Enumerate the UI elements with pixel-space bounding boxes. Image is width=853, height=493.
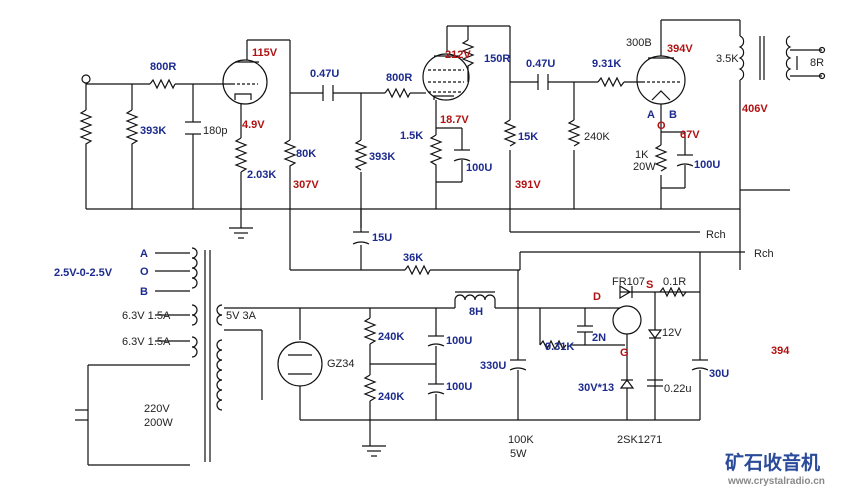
label-pt-tap-5v: 5V 3A xyxy=(226,310,257,322)
label-filament-o: O xyxy=(657,120,666,132)
watermark: 矿石收音机 www.crystalradio.cn xyxy=(725,451,825,487)
label-c-coupling-2: 0.47U xyxy=(526,58,555,70)
label-r-v1-plate: 80K xyxy=(296,148,316,160)
output-transformer xyxy=(738,35,826,81)
label-filament-b: B xyxy=(669,109,677,121)
label-r-v2-cathode: 1.5K xyxy=(400,130,423,142)
label-c-v3-cathode: 100U xyxy=(694,159,720,171)
label-r-v2-screen: 150R xyxy=(484,53,510,65)
label-v1-supply-voltage: 307V xyxy=(293,179,319,191)
label-v3-plate-voltage: 394V xyxy=(667,43,693,55)
label-zener-string: 30V*13 xyxy=(578,382,614,394)
label-v3-cathode-voltage: 67V xyxy=(680,129,700,141)
resistors xyxy=(79,39,668,276)
label-v1-cathode-voltage: 4.9V xyxy=(242,119,265,131)
label-r-grid-2: 393K xyxy=(369,151,395,163)
label-pt-tap-63-a: 6.3V 1.5A xyxy=(122,310,171,322)
label-mains-power: 200W xyxy=(144,417,173,429)
label-ot-supply-voltage: 406V xyxy=(742,103,768,115)
label-c-filter-top: 100U xyxy=(446,335,472,347)
component-labels: 800R 393K 180p 115V 4.9V 2.03K 80K 307V … xyxy=(54,37,824,460)
capacitors xyxy=(185,74,694,245)
power-supply-wiring xyxy=(75,247,709,466)
ground-symbols xyxy=(229,227,386,457)
label-zener-12v: 12V xyxy=(662,327,682,339)
label-rch-1: Rch xyxy=(706,229,726,241)
label-r-bleeder-main-power: 5W xyxy=(510,448,527,460)
label-r-sense: 0.1R xyxy=(663,276,686,288)
label-r-v1-cathode: 2.03K xyxy=(247,169,276,181)
label-mosfet-s: S xyxy=(646,279,653,291)
label-r-bleeder-top: 240K xyxy=(378,331,404,343)
label-mosfet-d: D xyxy=(593,291,601,303)
label-r-input-series: 800R xyxy=(150,61,176,73)
label-rch-2: Rch xyxy=(754,248,774,260)
label-choke: 8H xyxy=(469,306,483,318)
label-rectifier-tube: GZ34 xyxy=(327,358,355,370)
label-c-filter-bottom: 100U xyxy=(446,381,472,393)
label-mosfet-g: G xyxy=(620,347,629,359)
label-pt-tap-o: O xyxy=(140,266,149,278)
label-c-decoupling: 15U xyxy=(372,232,392,244)
label-v2-supply-voltage: 391V xyxy=(515,179,541,191)
label-r-bleeder-bottom: 240K xyxy=(378,391,404,403)
label-r-grid-stopper-2: 800R xyxy=(386,72,412,84)
label-c-coupling-1: 0.47U xyxy=(310,68,339,80)
label-v1-plate-voltage: 115V xyxy=(252,47,278,59)
tubes xyxy=(222,53,686,105)
label-c-gd: 2N xyxy=(592,332,606,344)
label-output-tube: 300B xyxy=(626,37,652,49)
label-r-decoupling: 36K xyxy=(403,252,423,264)
label-c-gate: 0.22u xyxy=(664,383,692,395)
watermark-title: 矿石收音机 xyxy=(725,451,820,474)
label-pt-tap-b: B xyxy=(140,286,148,298)
label-c-output: 30U xyxy=(709,368,729,380)
label-ot-secondary: 8R xyxy=(810,57,824,69)
label-regulated-voltage: 394 xyxy=(771,345,790,357)
label-r-bleeder-main: 100K xyxy=(508,434,534,446)
label-pt-tap-heater-25: 2.5V-0-2.5V xyxy=(54,267,113,279)
label-r-v3-cathode: 1K xyxy=(635,149,649,161)
label-ot-primary: 3.5K xyxy=(716,53,739,65)
label-c-input: 180p xyxy=(203,125,227,137)
label-mains-voltage: 220V xyxy=(144,403,170,415)
label-mosfet: 2SK1271 xyxy=(617,434,662,446)
label-v2-cathode-voltage: 18.7V xyxy=(440,114,469,126)
label-c-v2-cathode: 100U xyxy=(466,162,492,174)
label-r-grid-stopper-3: 9.31K xyxy=(592,58,621,70)
label-v2-plate-voltage: 212V xyxy=(445,49,471,61)
label-pt-tap-a: A xyxy=(140,248,148,260)
label-r-v3-cathode-power: 20W xyxy=(633,161,656,173)
label-r-volume: 393K xyxy=(140,125,166,137)
label-r-v2-plate: 15K xyxy=(518,131,538,143)
label-pt-tap-63-b: 6.3V 1.5A xyxy=(122,336,171,348)
label-r-grid-3: 240K xyxy=(584,131,610,143)
label-c-reservoir: 330U xyxy=(480,360,506,372)
watermark-url: www.crystalradio.cn xyxy=(727,476,825,487)
label-filament-a: A xyxy=(647,109,655,121)
label-r-gate: 9.31K xyxy=(545,341,574,353)
label-diode: FR107 xyxy=(612,276,645,288)
